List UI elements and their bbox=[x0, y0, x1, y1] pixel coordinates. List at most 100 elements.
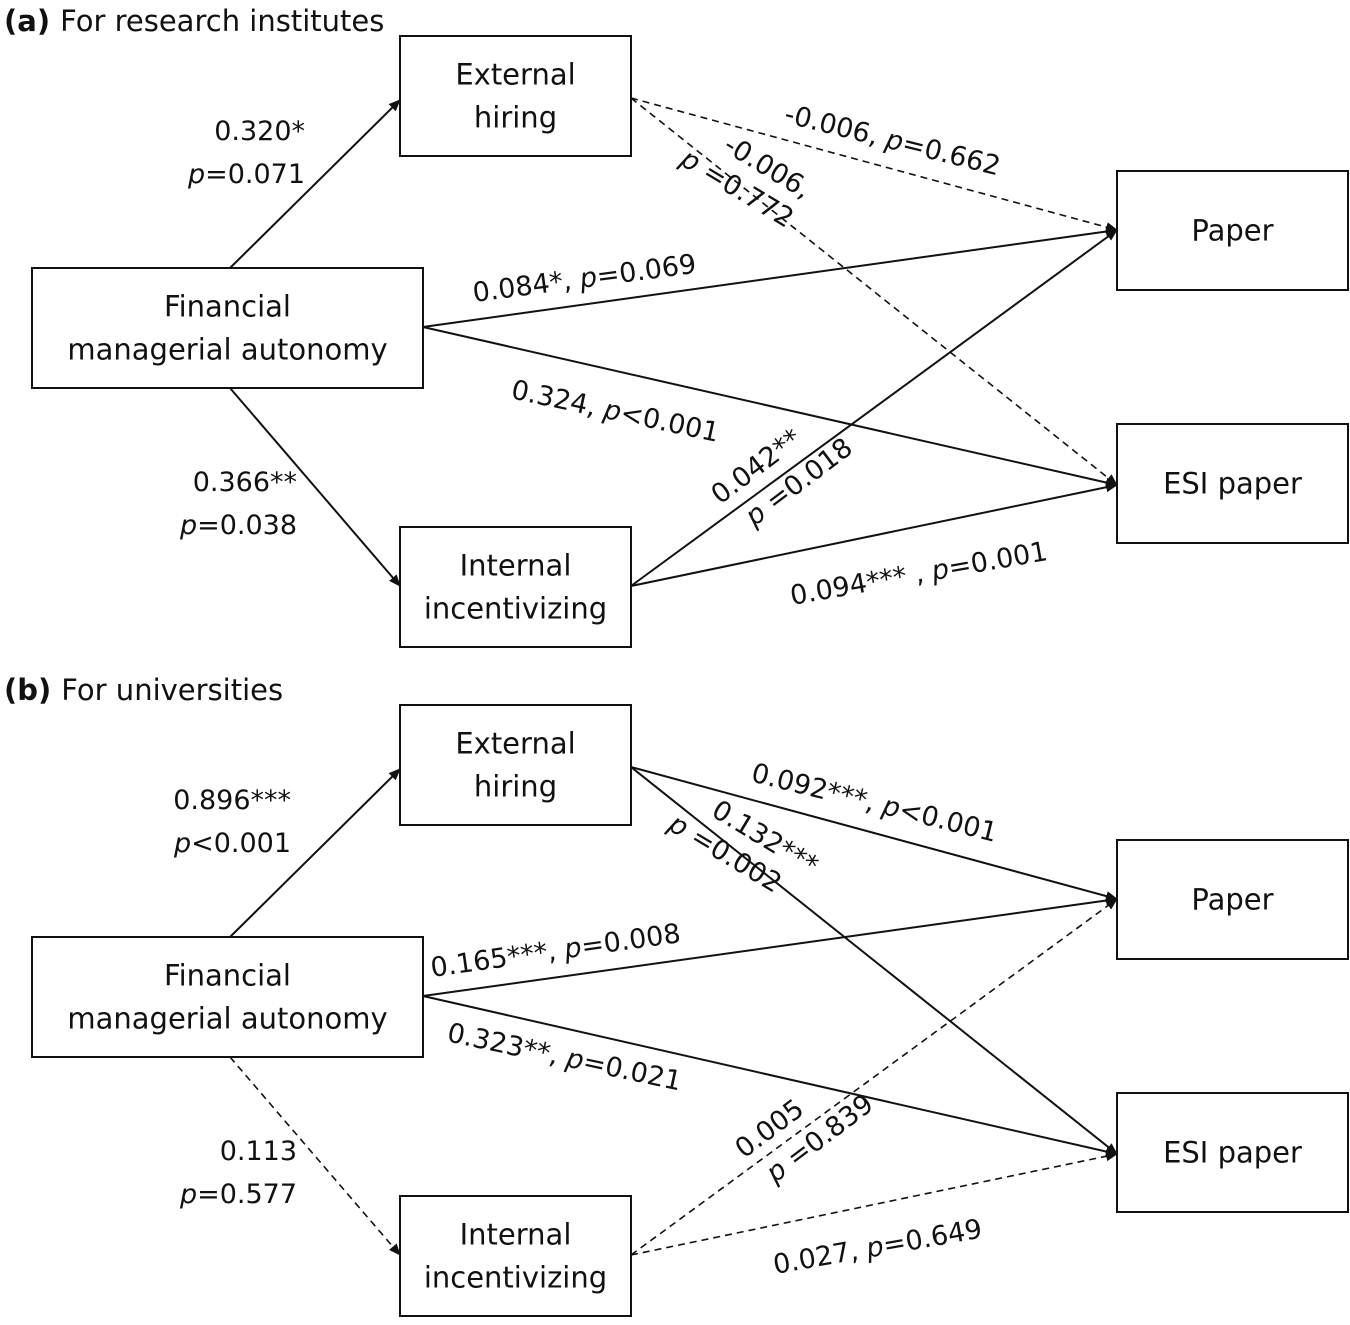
panel-b-title-letter: (b) bbox=[4, 673, 51, 707]
arrow-a-ii-paper bbox=[630, 229, 1118, 587]
pvalue-a-fma-eh: =0.071 bbox=[205, 159, 305, 190]
node-label-a-eh-0: External bbox=[455, 58, 575, 92]
node-box-b-eh bbox=[399, 704, 632, 826]
arrow-a-fma-esi bbox=[422, 326, 1118, 488]
node-a-ii: Internal incentivizing bbox=[399, 526, 632, 648]
coef-b-ii-esi: 0.027, bbox=[771, 1234, 869, 1281]
coef-a-fma-eh: 0.320* bbox=[214, 116, 305, 147]
arrow-a-eh-esi bbox=[630, 97, 1118, 486]
edge-label-b-fma-eh: 0.896*** p<0.001 bbox=[173, 785, 291, 859]
pvalue-b-fma-ii: =0.577 bbox=[197, 1179, 297, 1210]
node-label-a-ii-0: Internal bbox=[460, 549, 572, 583]
node-box-b-esi bbox=[1116, 1092, 1349, 1213]
arrow-b-fma-esi bbox=[422, 995, 1118, 1157]
node-label-b-esi-0: ESI paper bbox=[1163, 1136, 1302, 1170]
coef-b-fma-ii: 0.113 bbox=[220, 1136, 297, 1167]
edge-label-a-fma-paper: 0.084*, p=0.069 bbox=[471, 249, 698, 309]
node-box-a-eh bbox=[399, 35, 632, 157]
pvalue-a-fma-paper: =0.069 bbox=[595, 249, 698, 293]
p-symbol: p bbox=[173, 828, 191, 859]
pvalue-b-eh-paper: <0.001 bbox=[896, 795, 1000, 849]
node-a-eh: External hiring bbox=[399, 35, 632, 157]
node-label-a-esi-0: ESI paper bbox=[1163, 467, 1302, 501]
node-label-b-paper-0: Paper bbox=[1191, 883, 1273, 917]
coef-a-fma-esi: 0.324, bbox=[509, 375, 608, 425]
p-symbol: p bbox=[187, 159, 205, 190]
coef-b-fma-paper: 0.165***, bbox=[429, 934, 567, 983]
p-symbol: p bbox=[179, 1179, 197, 1210]
arrow-b-eh-esi bbox=[630, 766, 1118, 1155]
edge-label-text-b-ii-esi: 0.027, p=0.649 bbox=[771, 1214, 985, 1281]
edge-label-a-eh-paper: -0.006, p=0.662 bbox=[781, 99, 1003, 183]
pvalue-a-eh-paper: =0.662 bbox=[899, 128, 1003, 182]
pvalue-line-b-fma-ii: p=0.577 bbox=[179, 1179, 297, 1210]
node-box-b-fma bbox=[31, 936, 424, 1058]
node-box-b-paper bbox=[1116, 839, 1349, 960]
arrow-b-fma-eh bbox=[229, 768, 401, 938]
coef-b-fma-eh: 0.896*** bbox=[173, 785, 291, 816]
node-box-a-fma bbox=[31, 267, 424, 389]
arrow-a-fma-paper bbox=[422, 226, 1118, 328]
pvalue-line-a-fma-eh: p=0.071 bbox=[187, 159, 305, 190]
node-a-paper: Paper bbox=[1116, 170, 1349, 291]
node-box-a-paper bbox=[1116, 170, 1349, 291]
panel-a-title-text: For research institutes bbox=[60, 4, 384, 38]
panel-b-title-text: For universities bbox=[61, 673, 283, 707]
coef-a-ii-esi: 0.094*** , bbox=[788, 556, 935, 611]
coef-a-eh-paper: -0.006, bbox=[781, 99, 890, 154]
node-label-a-eh-1: hiring bbox=[474, 101, 557, 135]
arrow-a-ii-esi bbox=[630, 482, 1118, 587]
arrow-b-fma-ii bbox=[229, 1056, 401, 1256]
pvalue-b-ii-esi: =0.649 bbox=[881, 1214, 985, 1262]
edge-label-text-a-eh-paper: -0.006, p=0.662 bbox=[781, 99, 1003, 183]
node-label-b-fma-0: Financial bbox=[164, 959, 291, 993]
arrow-b-ii-esi bbox=[630, 1151, 1118, 1256]
edge-label-text-b-fma-paper: 0.165***, p=0.008 bbox=[429, 918, 683, 984]
node-label-b-eh-0: External bbox=[455, 727, 575, 761]
arrow-b-ii-paper bbox=[630, 898, 1118, 1256]
node-label-a-ii-1: incentivizing bbox=[424, 592, 607, 626]
p-symbol: p bbox=[577, 262, 599, 295]
node-label-b-ii-1: incentivizing bbox=[424, 1261, 607, 1295]
edge-label-a-ii-paper: 0.042**p =0.018 bbox=[706, 423, 859, 533]
node-box-a-esi bbox=[1116, 423, 1349, 544]
coef-b-eh-paper: 0.092***, bbox=[748, 758, 886, 821]
node-label-b-ii-0: Internal bbox=[460, 1218, 572, 1252]
pvalue-line-b-fma-eh: p<0.001 bbox=[173, 828, 291, 859]
node-b-esi: ESI paper bbox=[1116, 1092, 1349, 1213]
panel-b-title: (b) For universities bbox=[4, 673, 283, 707]
edge-label-b-fma-paper: 0.165***, p=0.008 bbox=[429, 918, 683, 984]
arrow-a-fma-ii bbox=[229, 387, 401, 587]
edge-label-a-ii-esi: 0.094*** , p=0.001 bbox=[788, 536, 1050, 612]
node-box-b-ii bbox=[399, 1195, 632, 1317]
node-a-esi: ESI paper bbox=[1116, 423, 1349, 544]
node-label-a-paper-0: Paper bbox=[1191, 214, 1273, 248]
edge-label-b-ii-esi: 0.027, p=0.649 bbox=[771, 1214, 985, 1281]
p-symbol: p bbox=[179, 510, 197, 541]
edge-label-a-fma-esi: 0.324, p<0.001 bbox=[509, 375, 722, 449]
coef-a-fma-ii: 0.366** bbox=[193, 467, 297, 498]
p-symbol: p bbox=[928, 553, 951, 587]
node-label-a-fma-0: Financial bbox=[164, 290, 291, 324]
arrow-b-fma-paper bbox=[422, 895, 1118, 997]
panel-a-title: (a) For research institutes bbox=[4, 4, 384, 38]
pvalue-b-fma-paper: =0.008 bbox=[579, 918, 682, 963]
edge-label-text-a-fma-paper: 0.084*, p=0.069 bbox=[471, 249, 698, 309]
node-b-ii: Internal incentivizing bbox=[399, 1195, 632, 1317]
node-a-fma: Financial managerial autonomy bbox=[31, 267, 424, 389]
coef-a-fma-paper: 0.084*, bbox=[471, 264, 582, 309]
arrow-a-fma-eh bbox=[229, 99, 401, 269]
edge-label-text-a-fma-esi: 0.324, p<0.001 bbox=[509, 375, 722, 449]
panel-a-title-letter: (a) bbox=[4, 4, 50, 38]
pvalue-line-a-fma-ii: p=0.038 bbox=[179, 510, 297, 541]
edge-label-text-b-fma-esi: 0.323**, p=0.021 bbox=[445, 1018, 685, 1098]
node-b-paper: Paper bbox=[1116, 839, 1349, 960]
pvalue-a-fma-ii: =0.038 bbox=[197, 510, 297, 541]
pvalue-b-fma-esi: =0.021 bbox=[580, 1046, 684, 1097]
edge-label-a-fma-ii: 0.366** p=0.038 bbox=[179, 467, 297, 541]
node-label-a-fma-1: managerial autonomy bbox=[67, 333, 387, 367]
